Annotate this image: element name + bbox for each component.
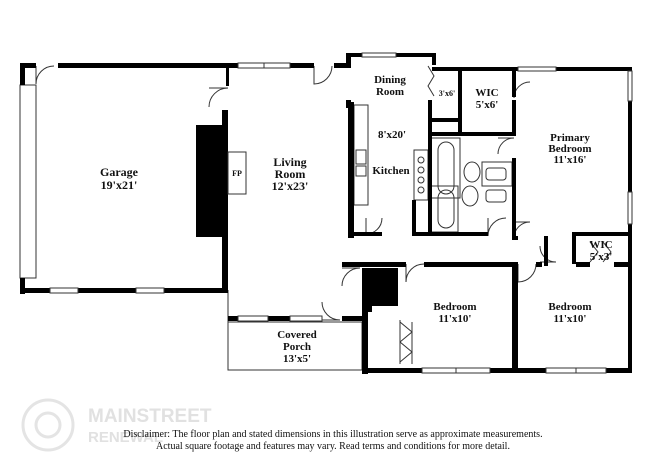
sink-icon (485, 189, 507, 203)
bedroom-middle-name: Bedroom (433, 301, 476, 313)
bedroom-right-name: Bedroom (548, 301, 591, 313)
porch-size: 13'x5' (283, 353, 311, 365)
wic-right-size: 5'x3' (590, 251, 613, 263)
dining-room-name-2: Room (376, 86, 404, 98)
toilet-icon (461, 185, 479, 207)
disclaimer-line-1: Disclaimer: The floor plan and stated di… (123, 429, 542, 440)
watermark-circle-icon (21, 398, 75, 452)
garage-door (19, 84, 37, 279)
garage-size: 19'x21' (101, 178, 138, 192)
bedroom-middle-size: 11'x10' (438, 313, 471, 325)
wic-right-name: WIC (589, 239, 612, 251)
windows (49, 52, 633, 374)
window (289, 315, 323, 322)
primary-bedroom-size: 11'x16' (553, 154, 586, 166)
disclaimer-line-2: Actual square footage and features may v… (156, 441, 510, 452)
primary-bedroom-name-2: Bedroom (548, 143, 591, 155)
bathtub-icon (437, 189, 455, 229)
closet-size: 3'x6' (439, 89, 455, 98)
living-room-name-2: Room (275, 167, 306, 181)
window (627, 70, 633, 102)
primary-bedroom-name-1: Primary (550, 132, 590, 144)
living-room-name-1: Living (273, 155, 306, 169)
kitchen-name: Kitchen (372, 165, 409, 177)
window (237, 315, 269, 322)
dining-room-name-1: Dining (374, 74, 406, 86)
room-labels: Garage 19'x21' FP Living Room 12'x23' Di… (100, 74, 613, 365)
garage-name: Garage (100, 165, 139, 179)
window (361, 52, 397, 58)
watermark-logo: MAINSTREET RENEWAL (21, 398, 212, 452)
door-swings (35, 65, 612, 363)
wic-top-name: WIC (475, 87, 498, 99)
sink-icon (485, 167, 507, 181)
kitchen-sink-icon (355, 149, 367, 165)
fireplace (227, 151, 247, 195)
bedroom-right-size: 11'x10' (553, 313, 586, 325)
porch-name-1: Covered (277, 329, 317, 341)
window (135, 287, 165, 294)
watermark-subtitle: RENEWAL (88, 429, 163, 446)
kitchen-size: 8'x20' (378, 129, 406, 141)
window (49, 287, 79, 294)
thin-lines (19, 84, 513, 371)
walls (20, 53, 632, 374)
fireplace-label: FP (232, 169, 242, 178)
bathtub-icon (437, 141, 455, 195)
porch-name-2: Porch (283, 341, 311, 353)
living-room-size: 12'x23' (272, 179, 309, 193)
window (627, 191, 633, 225)
toilet-icon (463, 161, 481, 183)
window (517, 66, 557, 72)
wic-top-size: 5'x6' (476, 99, 499, 111)
watermark-title: MAINSTREET (88, 406, 212, 427)
